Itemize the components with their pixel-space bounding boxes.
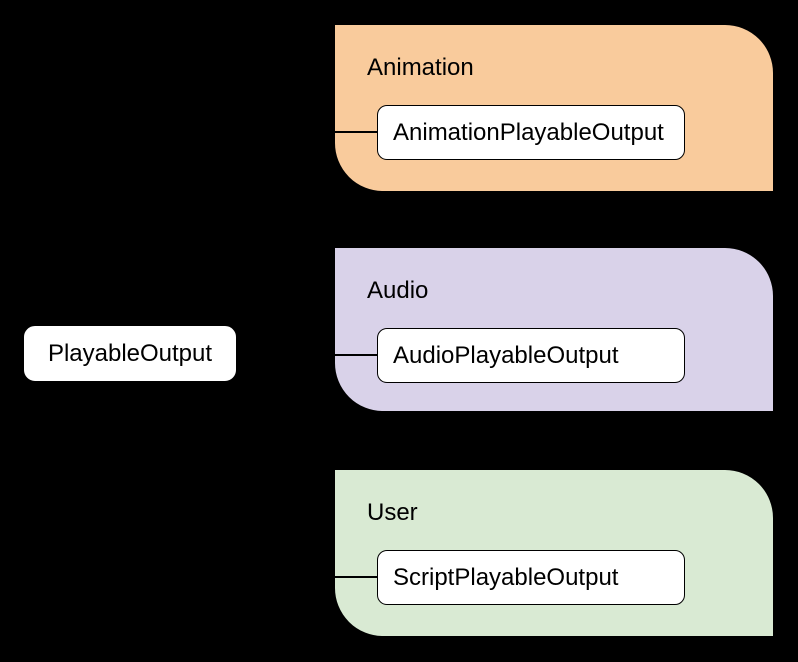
node-audio-playable-output: AudioPlayableOutput xyxy=(377,328,685,383)
group-animation: Animation AnimationPlayableOutput xyxy=(333,23,775,193)
node-script-playable-output: ScriptPlayableOutput xyxy=(377,550,685,605)
connector-line-user xyxy=(333,576,377,578)
group-animation-label: Animation xyxy=(367,54,474,81)
group-user-label: User xyxy=(367,499,418,526)
connector-line-audio xyxy=(333,354,377,356)
node-animation-playable-output: AnimationPlayableOutput xyxy=(377,105,685,160)
connector-line-animation xyxy=(333,131,377,133)
group-user: User ScriptPlayableOutput xyxy=(333,468,775,638)
node-playable-output: PlayableOutput xyxy=(23,325,237,382)
group-audio: Audio AudioPlayableOutput xyxy=(333,246,775,413)
group-audio-label: Audio xyxy=(367,277,429,304)
